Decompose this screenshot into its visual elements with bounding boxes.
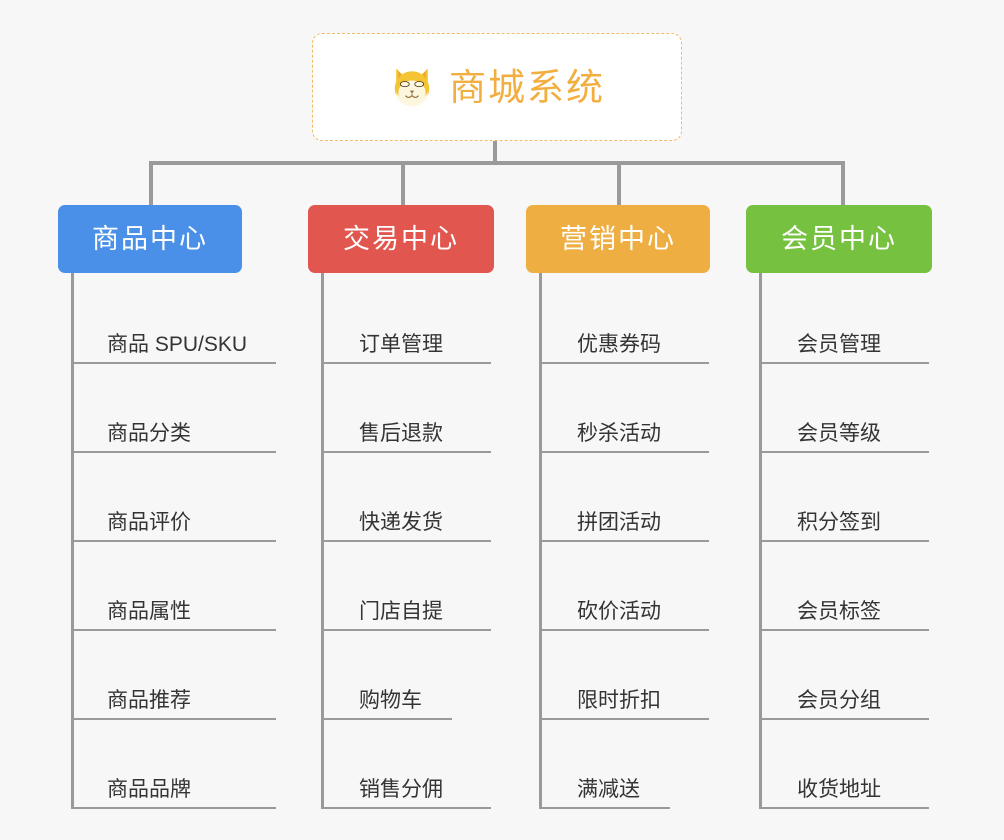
list-item[interactable]: 会员标签 <box>762 542 929 631</box>
category-label: 商品中心 <box>92 223 208 254</box>
branch-product-center: 商品中心 商品 SPU/SKU 商品分类 商品评价 商品属性 商品推荐 商品品牌 <box>58 205 276 809</box>
leaf-label: 售后退款 <box>359 421 443 445</box>
leaf-label: 砍价活动 <box>577 599 661 623</box>
leaf-label: 商品分类 <box>107 421 191 445</box>
connector-trunk-horizontal <box>149 161 845 165</box>
leaf-label: 商品推荐 <box>107 688 191 712</box>
list-item[interactable]: 快递发货 <box>324 453 491 542</box>
leaf-label: 优惠券码 <box>577 332 661 356</box>
list-item[interactable]: 售后退款 <box>324 364 491 453</box>
connector-drop-member-center <box>841 161 845 205</box>
connector-trunk-vertical <box>493 141 497 163</box>
branch-marketing-center: 营销中心 优惠券码 秒杀活动 拼团活动 砍价活动 限时折扣 满减送 <box>526 205 710 809</box>
list-item[interactable]: 会员等级 <box>762 364 929 453</box>
list-item[interactable]: 砍价活动 <box>542 542 709 631</box>
list-item[interactable]: 商品属性 <box>74 542 276 631</box>
list-item[interactable]: 商品 SPU/SKU <box>74 275 276 364</box>
leaf-label: 商品 SPU/SKU <box>107 332 248 356</box>
leaf-label: 订单管理 <box>359 332 443 356</box>
category-label: 会员中心 <box>781 223 897 254</box>
list-item[interactable]: 满减送 <box>542 720 670 809</box>
leaf-label: 商品属性 <box>107 599 191 623</box>
leaf-list-product-center: 商品 SPU/SKU 商品分类 商品评价 商品属性 商品推荐 商品品牌 <box>71 273 276 809</box>
list-item[interactable]: 会员管理 <box>762 275 929 364</box>
list-item[interactable]: 商品分类 <box>74 364 276 453</box>
category-header-member-center[interactable]: 会员中心 <box>746 205 932 273</box>
list-item[interactable]: 门店自提 <box>324 542 491 631</box>
list-item[interactable]: 购物车 <box>324 631 452 720</box>
shiba-dog-face-icon <box>394 68 430 107</box>
leaf-label: 积分签到 <box>797 510 881 534</box>
list-item[interactable]: 商品评价 <box>74 453 276 542</box>
leaf-label: 销售分佣 <box>359 777 443 801</box>
leaf-list-trade-center: 订单管理 售后退款 快递发货 门店自提 购物车 销售分佣 <box>321 273 491 809</box>
leaf-label: 门店自提 <box>359 599 443 623</box>
leaf-label: 限时折扣 <box>577 688 661 712</box>
list-item[interactable]: 收货地址 <box>762 720 929 809</box>
leaf-label: 秒杀活动 <box>577 421 661 445</box>
leaf-label: 收货地址 <box>797 777 881 801</box>
leaf-label: 会员等级 <box>797 421 881 445</box>
connector-drop-marketing-center <box>617 161 621 205</box>
leaf-label: 购物车 <box>359 688 422 712</box>
category-label: 营销中心 <box>560 223 676 254</box>
list-item[interactable]: 优惠券码 <box>542 275 709 364</box>
connector-drop-trade-center <box>401 161 405 205</box>
category-header-trade-center[interactable]: 交易中心 <box>308 205 494 273</box>
leaf-label: 会员标签 <box>797 599 881 623</box>
list-item[interactable]: 拼团活动 <box>542 453 709 542</box>
leaf-label: 会员管理 <box>797 332 881 356</box>
list-item[interactable]: 销售分佣 <box>324 720 491 809</box>
leaf-label: 商品品牌 <box>107 777 191 801</box>
list-item[interactable]: 会员分组 <box>762 631 929 720</box>
branch-member-center: 会员中心 会员管理 会员等级 积分签到 会员标签 会员分组 收货地址 <box>746 205 932 809</box>
leaf-list-marketing-center: 优惠券码 秒杀活动 拼团活动 砍价活动 限时折扣 满减送 <box>539 273 709 809</box>
list-item[interactable]: 商品推荐 <box>74 631 276 720</box>
leaf-label: 商品评价 <box>107 510 191 534</box>
connector-drop-product-center <box>149 161 153 205</box>
root-title: 商城系统 <box>449 66 605 108</box>
leaf-label: 会员分组 <box>797 688 881 712</box>
category-header-marketing-center[interactable]: 营销中心 <box>526 205 710 273</box>
leaf-label: 快递发货 <box>359 510 443 534</box>
list-item[interactable]: 限时折扣 <box>542 631 709 720</box>
leaf-label: 拼团活动 <box>577 510 661 534</box>
category-label: 交易中心 <box>343 223 459 254</box>
list-item[interactable]: 商品品牌 <box>74 720 276 809</box>
leaf-list-member-center: 会员管理 会员等级 积分签到 会员标签 会员分组 收货地址 <box>759 273 929 809</box>
list-item[interactable]: 秒杀活动 <box>542 364 709 453</box>
branch-trade-center: 交易中心 订单管理 售后退款 快递发货 门店自提 购物车 销售分佣 <box>308 205 494 809</box>
leaf-label: 满减送 <box>577 777 640 801</box>
list-item[interactable]: 积分签到 <box>762 453 929 542</box>
category-header-product-center[interactable]: 商品中心 <box>58 205 242 273</box>
list-item[interactable]: 订单管理 <box>324 275 491 364</box>
root-node[interactable]: 商城系统 <box>312 33 682 141</box>
